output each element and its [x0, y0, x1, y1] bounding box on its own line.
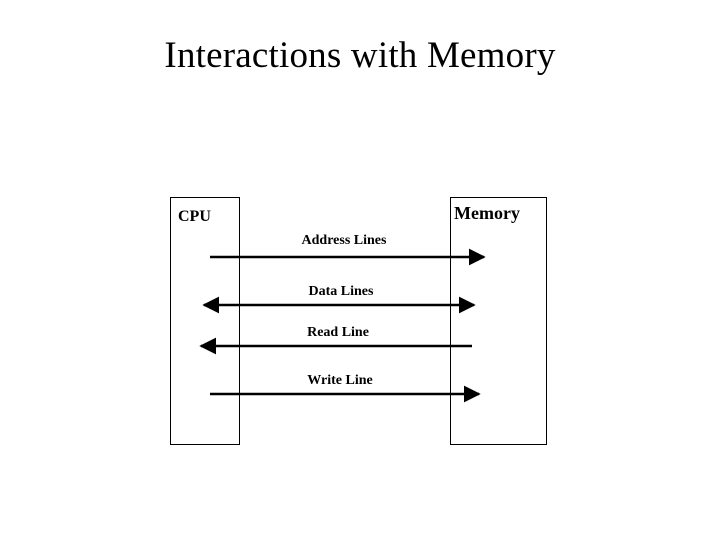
address-lines-label: Address Lines — [301, 233, 387, 248]
data-lines-label: Data Lines — [308, 284, 374, 299]
write-line-label: Write Line — [307, 373, 373, 388]
cpu-block-label: CPU — [178, 208, 211, 225]
memory-block — [450, 197, 547, 445]
memory-block-label: Memory — [454, 203, 520, 223]
read-line-label: Read Line — [307, 325, 369, 340]
page-title: Interactions with Memory — [164, 35, 556, 76]
cpu-block — [170, 197, 240, 445]
